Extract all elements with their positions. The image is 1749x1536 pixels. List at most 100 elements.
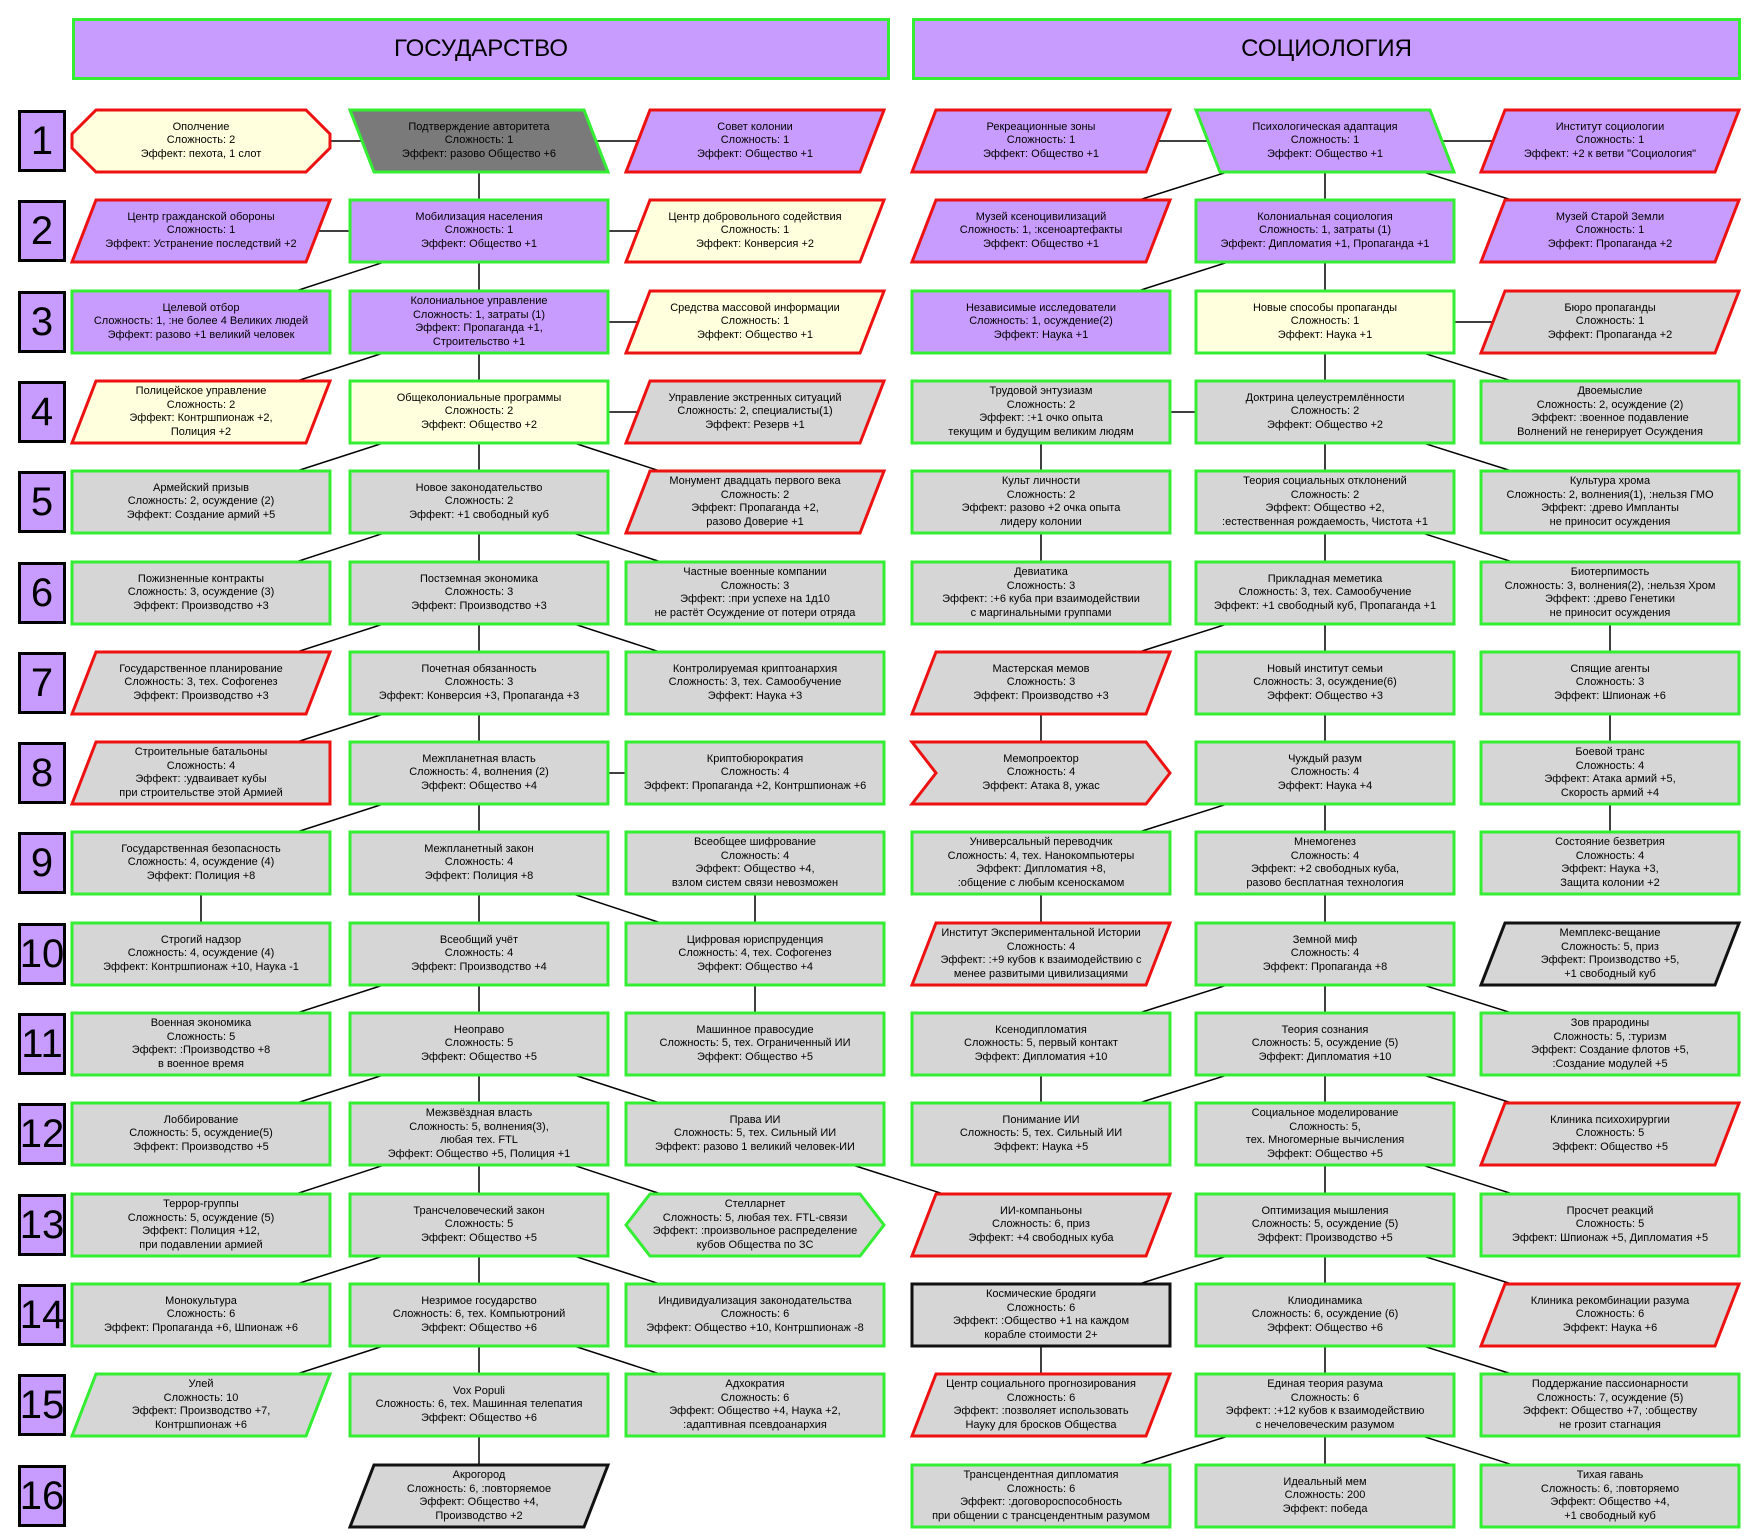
node-detail: Эффект: Общество +1 [1266, 147, 1384, 160]
node-detail: Эффект: Шпионаж +6 [1554, 689, 1666, 702]
node-title: Средства массовой информации [670, 301, 840, 314]
node-title: Клиника рекомбинации разума [1530, 1294, 1690, 1307]
node-detail: Сложность: 5, приз [1561, 940, 1659, 953]
